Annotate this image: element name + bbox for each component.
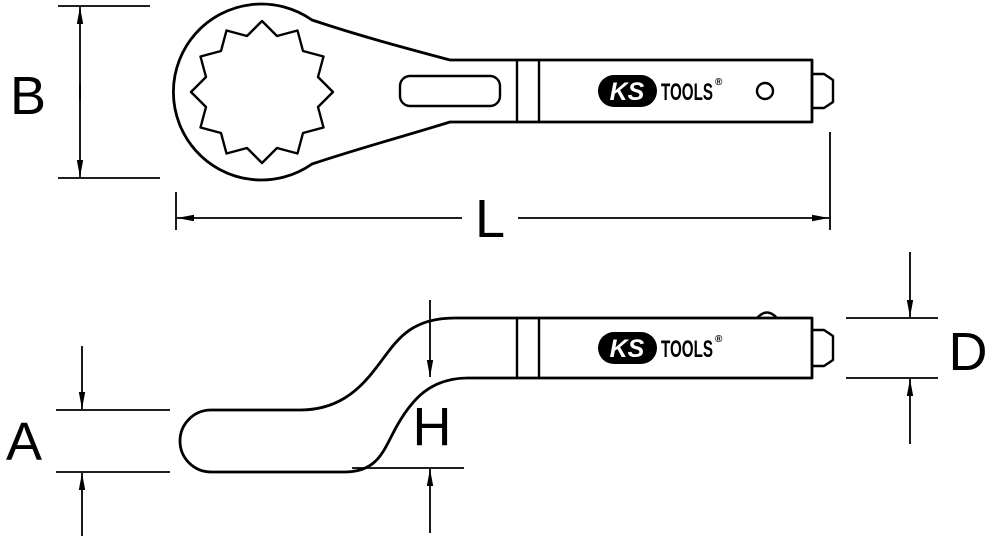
top-view: KS TOOLS ®	[172, 2, 835, 182]
side-end-cap	[810, 328, 835, 368]
side-view: KS TOOLS ®	[178, 311, 835, 474]
dimension-a: A	[6, 346, 170, 536]
ks-text: KS	[610, 78, 645, 106]
dimension-d-label: D	[949, 322, 988, 382]
dimension-b-label: B	[10, 66, 46, 126]
tools-text: TOOLS	[661, 79, 713, 106]
ks-tools-logo-top: KS TOOLS ®	[598, 75, 723, 107]
handle-slot	[398, 74, 502, 108]
dimension-l-label: L	[475, 189, 505, 249]
ks-tools-logo-side: KS TOOLS ®	[598, 332, 723, 364]
dimension-h-label: H	[413, 397, 452, 457]
registered-mark: ®	[715, 77, 723, 88]
top-view-outline	[172, 2, 814, 182]
dimension-l: L	[175, 132, 831, 249]
dimension-b: B	[10, 5, 160, 179]
registered-mark: ®	[715, 334, 723, 345]
ks-text: KS	[610, 335, 645, 363]
dimension-d: D	[846, 252, 988, 444]
side-view-outline	[178, 316, 814, 474]
end-cap	[810, 72, 835, 110]
ks-badge	[598, 75, 657, 107]
handle-hole	[755, 81, 775, 101]
tools-text: TOOLS	[661, 336, 713, 363]
ring-12pt-profile	[189, 19, 335, 165]
pin-bump	[756, 311, 778, 319]
dimension-a-label: A	[6, 412, 42, 472]
dimension-h: H	[352, 300, 464, 533]
ks-badge	[598, 332, 657, 364]
